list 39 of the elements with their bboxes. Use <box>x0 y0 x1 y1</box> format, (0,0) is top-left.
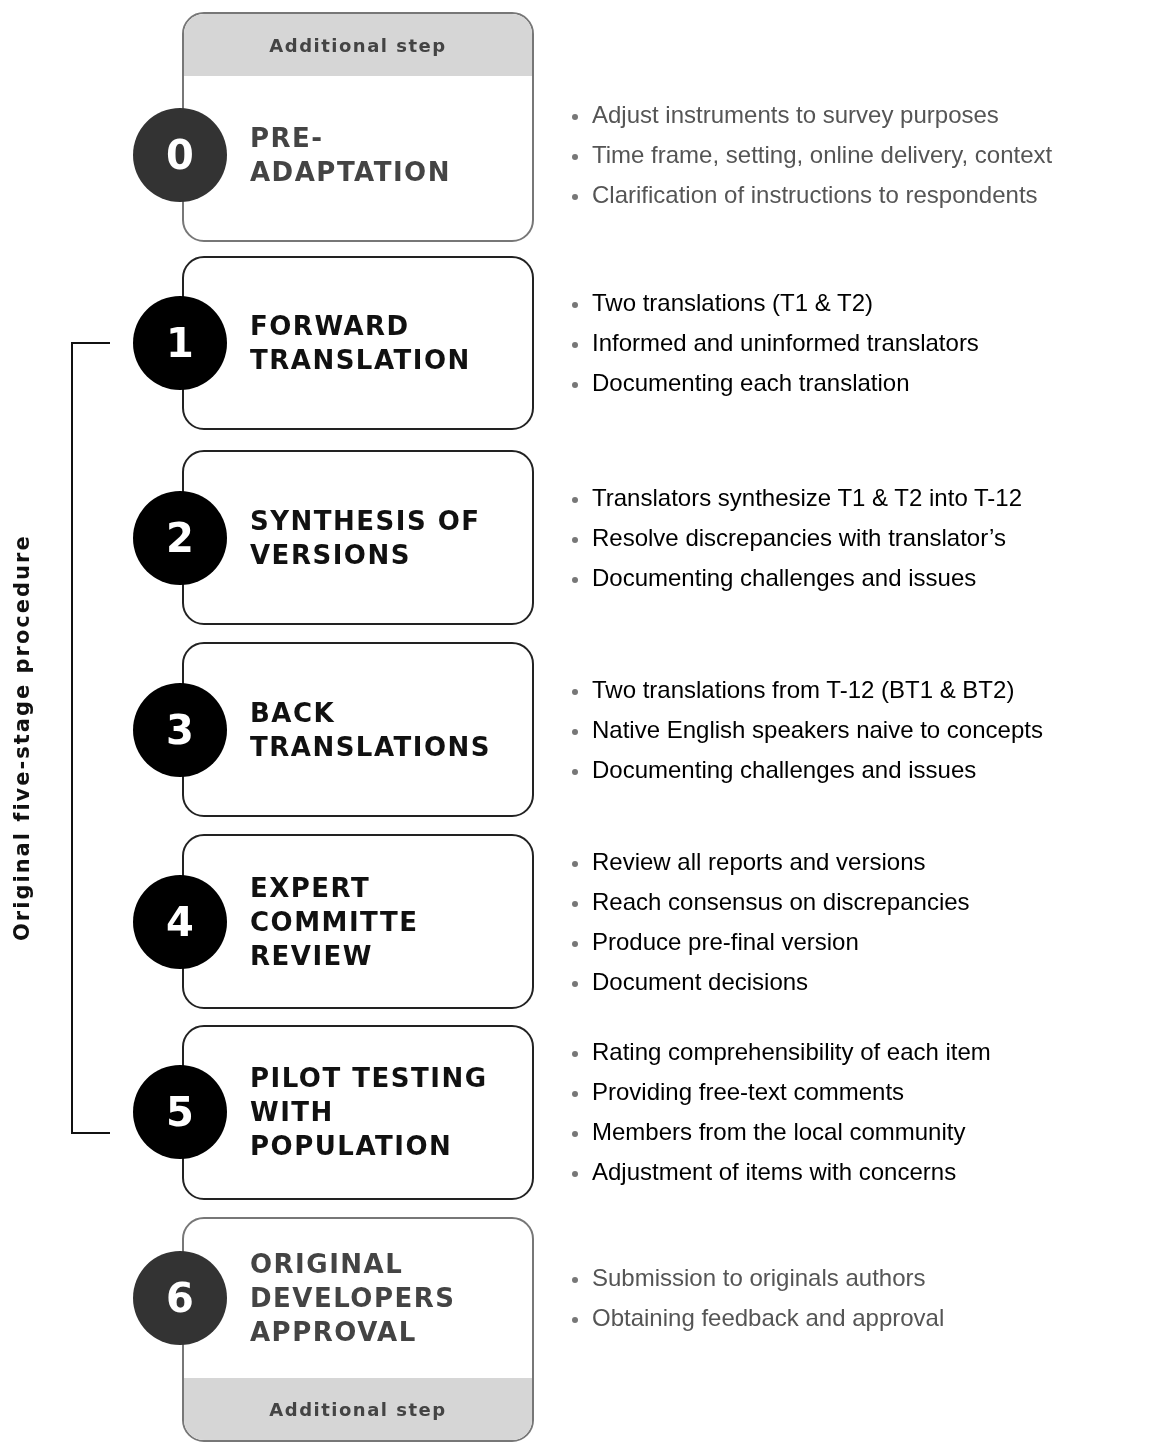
bullet-text: Two translations from T-12 (BT1 & BT2) <box>592 676 1015 703</box>
side-label: Original five-stage procedure <box>10 533 34 944</box>
step-title: EXPERT COMMITTE REVIEW <box>250 872 420 973</box>
bullet-text: Documenting each translation <box>592 369 910 396</box>
bullet-text: Document decisions <box>592 968 809 995</box>
step-number-circle: 5 <box>133 1065 227 1159</box>
bullet-text: Produce pre-final version <box>592 928 859 955</box>
step-title: SYNTHESIS OF VERSIONS <box>250 505 482 572</box>
bullet-text: Rating comprehensibility of each item <box>592 1038 991 1065</box>
step-number-circle: 4 <box>133 875 227 969</box>
bullet-text: Members from the local community <box>592 1118 966 1145</box>
bullet-text: Review all reports and versions <box>592 848 926 875</box>
bullet-text: Adjustment of items with concerns <box>592 1158 957 1185</box>
bullet-text: Informed and uninformed translators <box>592 329 979 356</box>
step-title: PILOT TESTING WITH POPULATION <box>250 1062 489 1163</box>
bullet-text: Native English speakers naive to concepts <box>592 716 1043 743</box>
step-title: PRE- ADAPTATION <box>250 122 452 189</box>
step-title: ORIGINAL DEVELOPERS APPROVAL <box>250 1248 457 1349</box>
bullet-text: Two translations (T1 & T2) <box>592 289 873 316</box>
step-number-circle: 2 <box>133 491 227 585</box>
step-number-circle: 3 <box>133 683 227 777</box>
bullet-text: Providing free-text comments <box>592 1078 905 1105</box>
step-number-circle: 6 <box>133 1251 227 1345</box>
bullet-text: Submission to originals authors <box>592 1264 926 1291</box>
step-title: BACK TRANSLATIONS <box>250 697 493 764</box>
step-number-circle: 0 <box>133 108 227 202</box>
bullet-text: Resolve discrepancies with translator’s <box>592 524 1006 551</box>
step-header: Additional step <box>184 1378 532 1440</box>
bullet-text: Documenting challenges and issues <box>592 756 977 783</box>
bullet-text: Documenting challenges and issues <box>592 564 977 591</box>
bullet-text: Time frame, setting, online delivery, context <box>592 141 1053 168</box>
bullet-text: Reach consensus on discrepancies <box>592 888 970 915</box>
bullet-text: Adjust instruments to survey purposes <box>592 101 999 128</box>
step-number-circle: 1 <box>133 296 227 390</box>
step-header: Additional step <box>184 14 532 76</box>
bullet-text: Clarification of instructions to respondents <box>592 181 1038 208</box>
bullet-text: Translators synthesize T1 & T2 into T-12 <box>592 484 1022 511</box>
step-title: FORWARD TRANSLATION <box>250 310 472 377</box>
bullet-text: Obtaining feedback and approval <box>592 1304 945 1331</box>
